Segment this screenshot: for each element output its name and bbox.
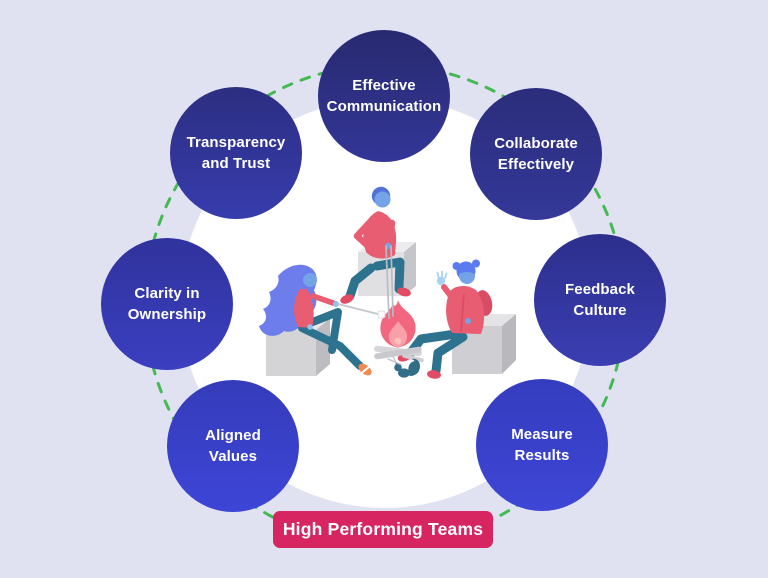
node-label-line1: Effective	[352, 77, 416, 94]
squirrel	[387, 355, 420, 378]
seat-blocks	[266, 242, 516, 376]
node-label-line2: Culture	[573, 302, 627, 319]
person-top	[340, 186, 411, 304]
node-label-line2: Results	[514, 447, 570, 464]
title-banner-label: High Performing Teams	[282, 519, 484, 539]
node-label-line2: Values	[208, 448, 258, 465]
node-collaborate-effectively: Collaborate Effectively	[470, 88, 602, 220]
node-clarity-in-ownership: Clarity in Ownership	[101, 238, 233, 370]
roasting-sticks	[337, 245, 394, 319]
node-label-line1: Aligned	[205, 427, 261, 444]
marshmallow	[377, 310, 386, 319]
person-left	[259, 264, 372, 376]
node-aligned-values: Aligned Values	[167, 380, 299, 512]
title-banner: High Performing Teams	[273, 511, 493, 548]
campfire-illustration	[259, 186, 516, 379]
node-label-line1: Measure	[511, 426, 573, 443]
node-label-line2: Communication	[326, 98, 442, 115]
node-label-line1: Transparency	[186, 134, 286, 151]
node-effective-communication: Effective Communication	[318, 30, 450, 162]
person-right	[397, 259, 493, 379]
node-label-line1: Collaborate	[494, 135, 578, 152]
node-feedback-culture: Feedback Culture	[534, 234, 666, 366]
node-measure-results: Measure Results	[476, 379, 608, 511]
node-label-line1: Clarity in	[134, 285, 200, 302]
node-label-line2: and Trust	[201, 155, 271, 172]
node-label-line1: Feedback	[565, 281, 635, 298]
node-transparency-and-trust: Transparency and Trust	[170, 87, 302, 219]
node-label-line2: Ownership	[127, 306, 207, 323]
node-label-line2: Effectively	[497, 156, 575, 173]
